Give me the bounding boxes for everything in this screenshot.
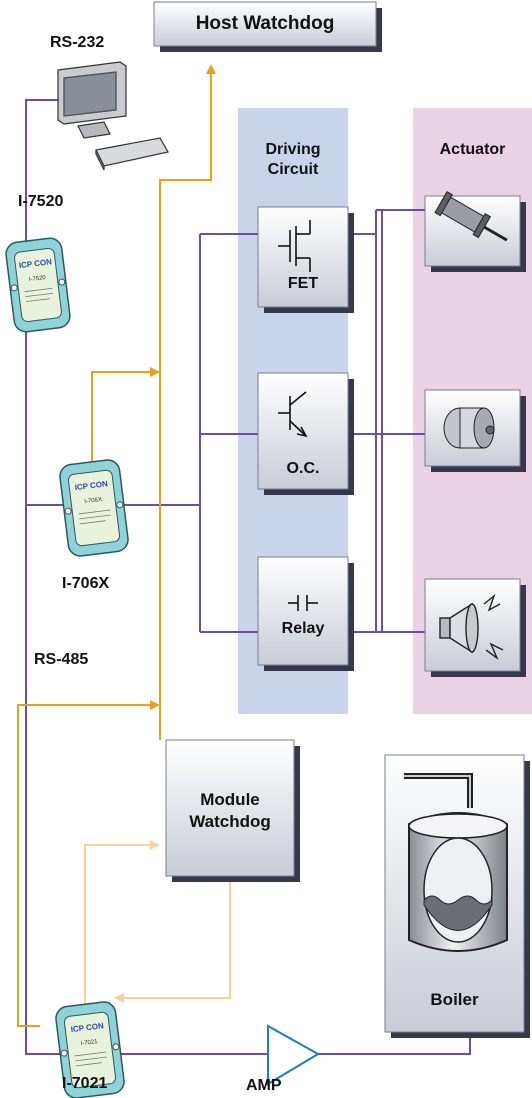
driving-circuit-title-line2: Circuit: [267, 161, 319, 178]
fet-label: FET: [287, 275, 319, 292]
module-i706x-logo: ICP CON: [74, 479, 108, 492]
module-watchdog-label-line1: Module: [200, 790, 260, 809]
boiler-box: [384, 754, 530, 1038]
module-watchdog-box: [165, 739, 295, 877]
oc-box: [257, 372, 354, 495]
relay-label: Relay: [281, 620, 325, 637]
module-i7021-logo: ICP CON: [70, 1021, 104, 1034]
amplifier-icon: [267, 1024, 320, 1086]
cylinder-actuator-icon: [434, 191, 508, 242]
motor-box: [424, 389, 526, 472]
i7021-label: I-7021: [62, 1075, 108, 1092]
transistor-symbol-icon: [278, 391, 308, 438]
module-i706x-model: I-706X: [84, 497, 102, 505]
amp-label: AMP: [246, 1077, 282, 1094]
rs485-label: RS-485: [34, 651, 89, 668]
motor-icon: [443, 407, 495, 449]
i706x-label: I-706X: [62, 575, 110, 592]
module-watchdog-label-line2: Watchdog: [189, 812, 271, 831]
driving-circuit-title-line1: Driving: [265, 141, 321, 158]
fet-box: [257, 206, 354, 313]
speaker-box: [424, 578, 526, 677]
oc-label: O.C.: [286, 460, 320, 477]
bus-lines: [25, 99, 471, 1055]
module-i7520: ICP CON I-7520: [5, 237, 71, 333]
module-i7520-model: I-7520: [28, 275, 46, 283]
cylinder-actuator-box: [424, 191, 526, 272]
module-i7520-logo: ICP CON: [18, 257, 52, 270]
fet-symbol-icon: [278, 220, 311, 272]
host-watchdog-box: [153, 1, 377, 47]
boiler-tank-icon: [404, 773, 508, 952]
host-watchdog-label: Host Watchdog: [195, 13, 335, 34]
actuator-title: Actuator: [439, 141, 506, 158]
module-i706x: ICP CON I-706X: [59, 459, 129, 557]
module-i7021-model: I-7021: [80, 1039, 98, 1047]
module-i7021: ICP CON I-7021: [55, 1001, 125, 1098]
rs232-label: RS-232: [50, 34, 105, 51]
speaker-icon: [439, 593, 504, 661]
host-watchdog-lines: [17, 64, 216, 1027]
relay-contact-icon: [288, 595, 318, 611]
i7520-label: I-7520: [18, 193, 64, 210]
computer-icon: [57, 61, 169, 171]
module-watchdog-lines: [84, 840, 231, 1010]
boiler-label: Boiler: [430, 990, 479, 1009]
relay-box: [257, 556, 354, 671]
